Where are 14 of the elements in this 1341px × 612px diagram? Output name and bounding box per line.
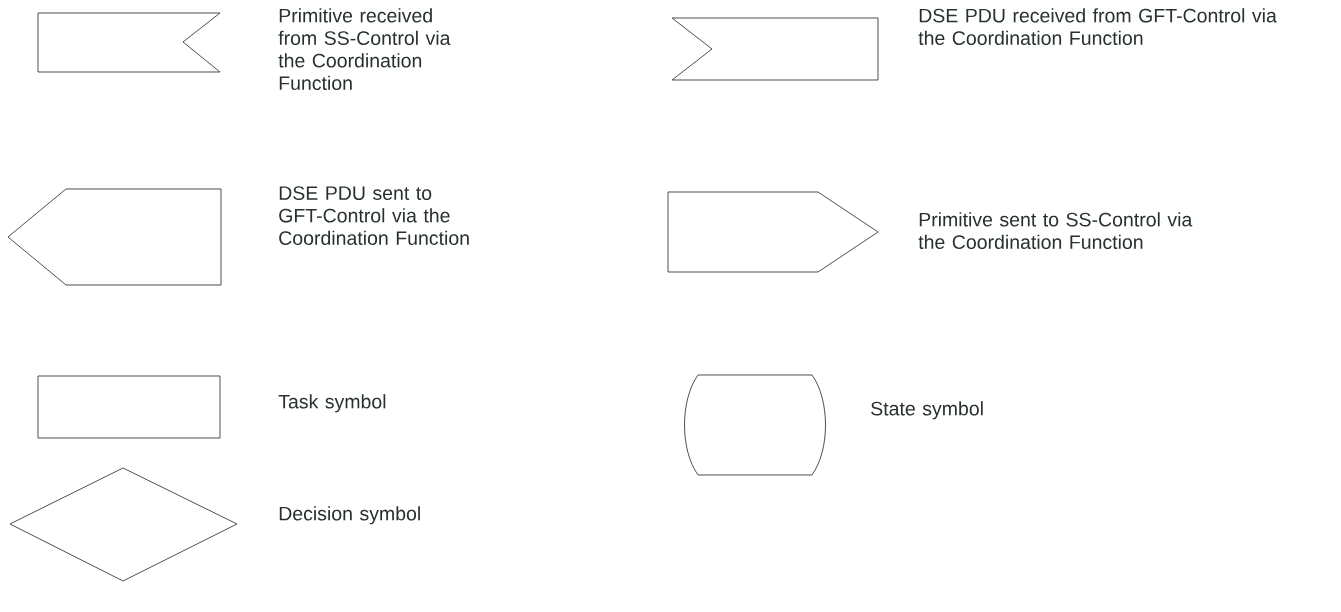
legend-text: Primitive sent to SS-Control via the Coordination Function [918, 212, 1193, 249]
rectangle-symbol [37, 375, 221, 439]
legend-text: DSE PDU received from GFT-Control via the Coordination Function [918, 8, 1277, 45]
pointer-symbol [7, 188, 222, 286]
notched-flag-symbol [671, 17, 879, 81]
legend-text: DSE PDU sent to GFT-Control via the Coordination Function [279, 186, 469, 245]
pointer-symbol [667, 191, 879, 273]
notched-flag-symbol [37, 12, 221, 73]
stadium-symbol [684, 374, 826, 476]
legend-text: Decision symbol [279, 506, 420, 525]
legend-text: Task symbol [278, 394, 386, 413]
legend-text: Primitive received from SS-Control via the Coordination Function [278, 8, 451, 90]
diamond-symbol [9, 467, 238, 582]
legend-text: State symbol [871, 401, 983, 420]
